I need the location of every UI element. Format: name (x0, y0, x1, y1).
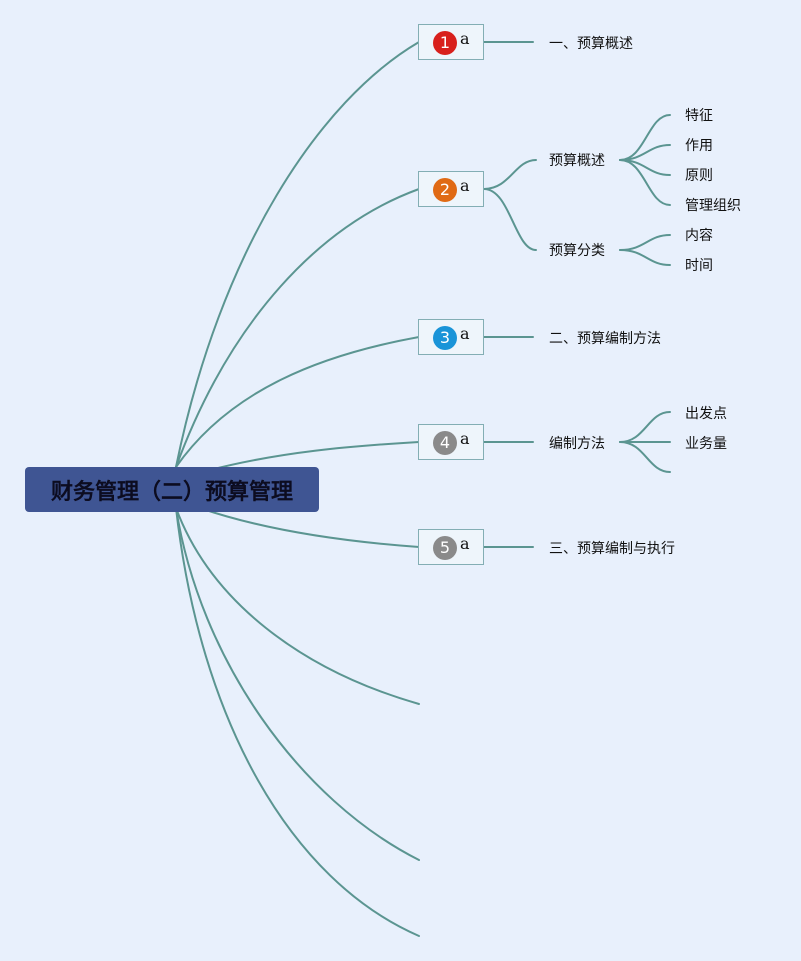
link-overview-4 (619, 159, 671, 206)
number-badge-1: 1 (433, 31, 457, 55)
topic-business-volume[interactable]: 业务量 (685, 436, 727, 452)
topic-principle[interactable]: 原则 (685, 168, 713, 184)
topic-box-5[interactable]: 5 a (418, 529, 484, 565)
link-root-7 (175, 507, 420, 861)
topic-box-1-letter: a (460, 29, 470, 48)
number-badge-5: 5 (433, 536, 457, 560)
topic-box-2-letter: a (460, 176, 470, 195)
link-root-4 (209, 441, 420, 471)
topic-function[interactable]: 作用 (685, 138, 713, 154)
link-root-2 (175, 188, 420, 468)
topic-management-org[interactable]: 管理组织 (685, 198, 741, 214)
topic-box-5-letter: a (460, 534, 470, 553)
topic-content[interactable]: 内容 (685, 228, 713, 244)
number-badge-3: 3 (433, 326, 457, 350)
topic-budget-overview[interactable]: 预算概述 (549, 153, 605, 169)
root-topic[interactable]: 财务管理（二）预算管理 (25, 467, 319, 512)
link-b4-1 (619, 411, 671, 443)
topic-budget-category[interactable]: 预算分类 (549, 243, 605, 259)
topic-budget-overview-1[interactable]: 一、预算概述 (549, 36, 633, 52)
number-badge-2: 2 (433, 178, 457, 202)
number-badge-4: 4 (433, 431, 457, 455)
link-root-3 (175, 336, 420, 468)
topic-time[interactable]: 时间 (685, 258, 713, 274)
topic-box-4[interactable]: 4 a (418, 424, 484, 460)
topic-starting-point[interactable]: 出发点 (685, 406, 727, 422)
topic-box-2[interactable]: 2 a (418, 171, 484, 207)
link-2-overview (483, 159, 537, 190)
link-root-1 (175, 41, 420, 468)
link-root-8 (175, 507, 420, 937)
topic-box-4-letter: a (460, 429, 470, 448)
link-category-1 (619, 234, 671, 251)
link-root-5 (199, 507, 420, 548)
link-category-2 (619, 249, 671, 266)
link-2-category (483, 188, 537, 251)
topic-budget-methods-2[interactable]: 二、预算编制方法 (549, 331, 661, 347)
topic-compile-methods[interactable]: 编制方法 (549, 436, 605, 452)
topic-budget-execution-3[interactable]: 三、预算编制与执行 (549, 541, 675, 557)
link-root-6 (175, 507, 420, 705)
topic-box-3-letter: a (460, 324, 470, 343)
link-b4-3 (619, 441, 671, 473)
topic-box-1[interactable]: 1 a (418, 24, 484, 60)
topic-feature[interactable]: 特征 (685, 108, 713, 124)
topic-box-3[interactable]: 3 a (418, 319, 484, 355)
